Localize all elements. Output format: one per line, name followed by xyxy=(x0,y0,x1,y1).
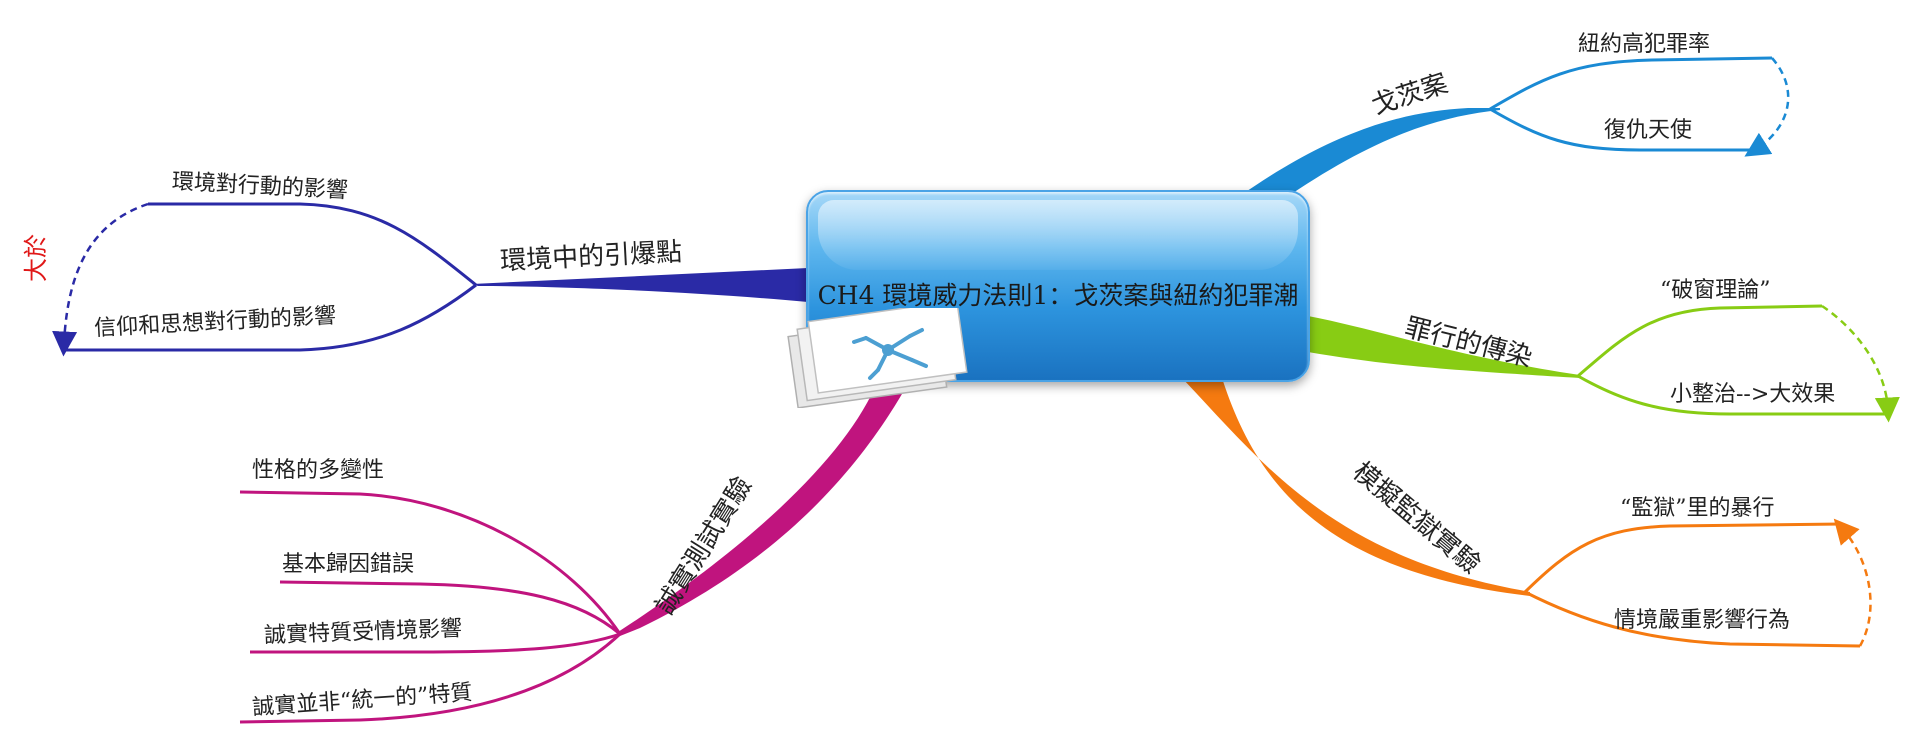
topic-gotz-1[interactable]: 紐約高犯罪率 xyxy=(1578,32,1711,57)
branch-prison-child-line-1 xyxy=(1523,522,1843,594)
branch-prison-relation-arrow xyxy=(1833,518,1872,647)
branch-tipping-relation-arrow xyxy=(52,202,149,357)
branch-honesty[interactable] xyxy=(239,380,910,724)
branch-prison-child-line-2 xyxy=(1524,590,1861,648)
central-topic-title: CH4 環境威力法則1：戈茨案與紐約犯罪潮 xyxy=(817,281,1299,310)
branch-tipping[interactable] xyxy=(52,202,808,357)
branch-contagion[interactable] xyxy=(1308,304,1900,423)
central-topic-gloss xyxy=(818,200,1298,270)
branch-honesty-trunk xyxy=(618,380,910,636)
branch-gotz-child-line-2 xyxy=(1489,107,1752,152)
topic-contagion-2[interactable]: 小整治-->大效果 xyxy=(1670,382,1836,407)
branch-gotz-trunk xyxy=(1240,108,1500,205)
central-topic[interactable]: CH4 環境威力法則1：戈茨案與紐約犯罪潮 xyxy=(806,190,1310,382)
branch-contagion-relation-arrow xyxy=(1821,304,1900,423)
branch-contagion-child-line-2 xyxy=(1577,374,1888,416)
topic-prison-2[interactable]: 情境嚴重影響行為 xyxy=(1614,608,1791,633)
branch-honesty-child-line-1 xyxy=(239,490,622,635)
topic-honesty-2[interactable]: 基本歸因錯誤 xyxy=(282,552,415,577)
branch-gotz-child-line-1 xyxy=(1489,56,1773,111)
branch-gotz-relation-arrow xyxy=(1744,57,1790,157)
relationship-label[interactable]: 大於 xyxy=(22,234,50,282)
branch-contagion-trunk xyxy=(1308,316,1580,378)
branch-honesty-child-line-3 xyxy=(250,632,621,654)
topic-contagion-1[interactable]: “破窗理論” xyxy=(1660,278,1771,303)
branch-honesty-child-line-2 xyxy=(279,580,621,636)
branch-honesty-child-line-4 xyxy=(239,632,622,724)
branch-tipping-child-line-2 xyxy=(64,283,477,352)
branch-tipping-trunk xyxy=(472,268,808,302)
topic-prison-1[interactable]: “監獄”里的暴行 xyxy=(1620,496,1775,521)
topic-gotz-2[interactable]: 復仇天使 xyxy=(1604,118,1693,143)
topic-honesty-1[interactable]: 性格的多變性 xyxy=(252,458,385,483)
mind-map-pages-icon xyxy=(787,308,968,408)
branch-gotz[interactable] xyxy=(1240,56,1790,205)
branch-prison[interactable] xyxy=(1182,378,1872,648)
branch-prison-trunk xyxy=(1182,378,1530,596)
branch-contagion-child-line-1 xyxy=(1577,304,1823,378)
branch-tipping-child-line-1 xyxy=(148,202,477,287)
